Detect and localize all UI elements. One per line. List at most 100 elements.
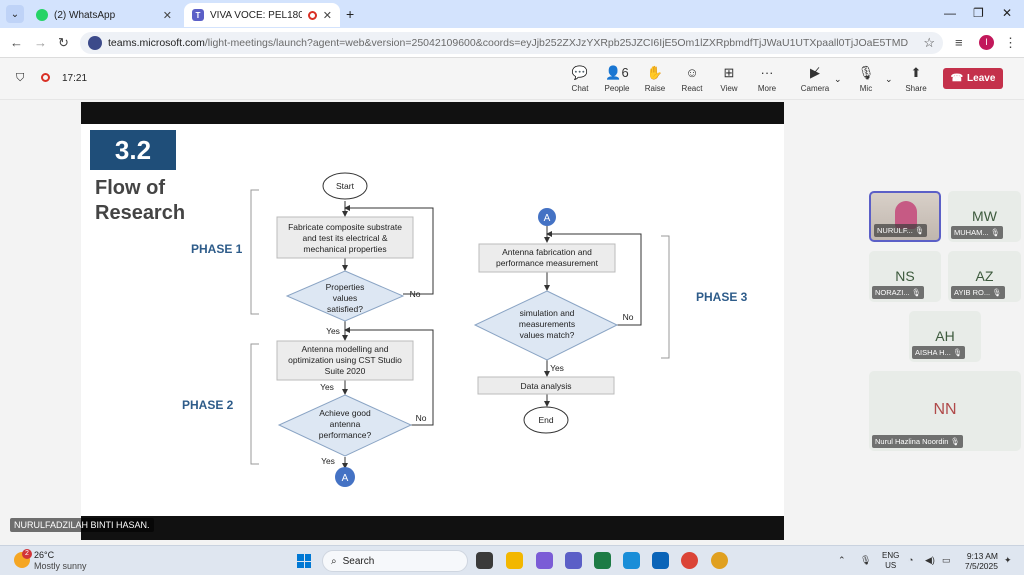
start-label: Start xyxy=(336,181,355,191)
end-terminal xyxy=(523,406,569,434)
close-window-button[interactable]: ✕ xyxy=(1002,6,1013,20)
connector-a-top-label: A xyxy=(544,213,551,224)
microphone-icon[interactable]: 🎙 xyxy=(860,555,872,565)
participant-name: NURULF... 🎙 xyxy=(874,224,928,237)
process-box-modelling xyxy=(276,340,414,381)
notification-icon[interactable]: ✦ xyxy=(1004,555,1012,565)
reload-button[interactable]: ↻ xyxy=(58,35,69,50)
participant-name: AISHA H... 🎙 xyxy=(912,346,966,359)
avatar: NS xyxy=(895,268,915,284)
site-info-icon[interactable] xyxy=(88,36,102,50)
participant-tile[interactable]: NN Nurul Hazlina Noordin 🎙 xyxy=(869,371,1021,451)
phase-3-bracket xyxy=(661,235,670,359)
smile-icon: ☺ xyxy=(685,65,699,80)
presentation-slide: 3.2 Flow of Research PHASE 1 PHASE 2 PHA… xyxy=(81,124,784,516)
url-field[interactable]: teams.microsoft.com/light-meetings/launc… xyxy=(80,32,943,54)
participant-tile[interactable]: NS NORAZI... 🎙 xyxy=(869,251,941,302)
copilot-icon[interactable] xyxy=(536,552,553,569)
start-terminal xyxy=(322,172,368,200)
end-label: End xyxy=(538,415,553,425)
dec1-line3: satisfied? xyxy=(327,304,363,314)
taskbar-search[interactable]: ⌕ Search xyxy=(322,550,468,572)
start-button[interactable] xyxy=(297,554,311,568)
connector-a-bottom-label: A xyxy=(342,473,349,484)
file-explorer-icon[interactable] xyxy=(506,552,523,569)
back-button[interactable]: ← xyxy=(10,35,23,50)
react-button[interactable]: ☺React xyxy=(674,64,710,93)
excel-icon[interactable] xyxy=(594,552,611,569)
mic-off-icon: 🎙 xyxy=(857,65,875,80)
forward-button[interactable]: → xyxy=(34,35,47,50)
dec2-line3: performance? xyxy=(319,430,372,440)
tab-search-button[interactable]: ⌄ xyxy=(6,5,24,23)
raise-hand-button[interactable]: ✋Raise xyxy=(637,64,673,93)
section-number: 3.2 xyxy=(90,130,176,170)
participant-name: Nurul Hazlina Noordin 🎙 xyxy=(872,435,963,448)
more-button[interactable]: ···More xyxy=(749,64,785,93)
system-clock[interactable]: 9:13 AM 7/5/2025 xyxy=(964,551,998,571)
phase-3-label: PHASE 3 xyxy=(696,290,748,304)
browser-menu-icon[interactable]: ⋮ xyxy=(1004,35,1017,50)
language-indicator[interactable]: ENG US xyxy=(882,551,900,570)
tab-whatsapp[interactable]: (2) WhatsApp ✕ xyxy=(28,3,180,27)
shield-icon: ⛉ xyxy=(16,72,25,84)
dec3-line2: measurements xyxy=(519,319,575,329)
windows-taskbar: 2 26°C Mostly sunny ⌕ Search ⌃ 🎙 ENG US … xyxy=(0,545,1024,575)
bookmark-star-icon[interactable]: ☆ xyxy=(923,35,935,50)
search-label: Search xyxy=(342,555,375,567)
leave-button[interactable]: ☎Leave xyxy=(943,68,1003,89)
close-icon[interactable]: ✕ xyxy=(162,9,172,22)
participant-tile[interactable]: MW MUHAM... 🎙 xyxy=(948,191,1021,242)
new-tab-button[interactable]: + xyxy=(346,6,355,22)
minimize-button[interactable]: — xyxy=(944,6,956,20)
chevron-down-icon[interactable]: ⌄ xyxy=(834,74,842,84)
box1-line3: mechanical properties xyxy=(303,244,386,254)
close-icon[interactable]: ✕ xyxy=(322,9,332,22)
share-button[interactable]: ⬆Share xyxy=(898,64,934,93)
participant-tile[interactable]: AH AISHA H... 🎙 xyxy=(909,311,981,362)
weather-desc[interactable]: Mostly sunny xyxy=(34,561,87,571)
view-button[interactable]: ⊞View xyxy=(711,64,747,93)
camera-button[interactable]: ▶̸Camera xyxy=(797,64,833,93)
chrome-active-icon[interactable] xyxy=(711,552,728,569)
weather-temp[interactable]: 26°C xyxy=(34,550,55,560)
people-icon: 👤6 xyxy=(605,65,629,80)
browser-tab-strip: ⌄ (2) WhatsApp ✕ T VIVA VOCE: PEL18001-N… xyxy=(0,0,1024,28)
participant-tile[interactable]: AZ AYIB RO... 🎙 xyxy=(948,251,1021,302)
box3-line1: Antenna fabrication and xyxy=(502,247,592,257)
outlook-icon[interactable] xyxy=(652,552,669,569)
teams-icon: T xyxy=(192,9,204,21)
yes-label-1: Yes xyxy=(326,326,340,336)
wifi-icon[interactable]: ◔ xyxy=(908,555,914,565)
tab-teams[interactable]: T VIVA VOCE: PEL18001-NUR ✕ xyxy=(184,3,340,27)
box3-line2: performance measurement xyxy=(496,258,599,268)
decision-properties xyxy=(285,270,405,322)
participant-name: NORAZI... 🎙 xyxy=(872,286,925,299)
meeting-timer: 17:21 xyxy=(62,73,88,84)
avatar: AZ xyxy=(975,268,994,284)
task-view-icon[interactable] xyxy=(476,552,493,569)
mic-button[interactable]: 🎙Mic xyxy=(848,64,884,93)
participant-tile[interactable]: NURULF... 🎙 xyxy=(869,191,941,242)
teams-icon[interactable] xyxy=(565,552,582,569)
battery-icon[interactable]: ▭ xyxy=(942,555,951,565)
profile-avatar[interactable]: I xyxy=(979,35,994,50)
whatsapp-icon xyxy=(36,9,48,21)
chevron-down-icon[interactable]: ⌄ xyxy=(885,74,893,84)
restore-button[interactable]: ❐ xyxy=(973,6,984,20)
chrome-icon[interactable] xyxy=(681,552,698,569)
media-control-icon[interactable]: ≡ xyxy=(955,35,963,50)
edge-icon[interactable] xyxy=(623,552,640,569)
volume-icon[interactable]: ◀) xyxy=(925,555,935,565)
no-label-1: No xyxy=(410,289,421,299)
chat-button[interactable]: 💬Chat xyxy=(562,64,598,93)
chevron-up-icon[interactable]: ⌃ xyxy=(838,555,846,565)
avatar: AH xyxy=(935,328,955,344)
search-icon: ⌕ xyxy=(331,555,337,567)
dec3-line1: simulation and xyxy=(520,308,575,318)
phase-2-bracket xyxy=(250,343,259,465)
dec2-line2: antenna xyxy=(330,419,361,429)
phone-hangup-icon: ☎ xyxy=(950,73,964,84)
